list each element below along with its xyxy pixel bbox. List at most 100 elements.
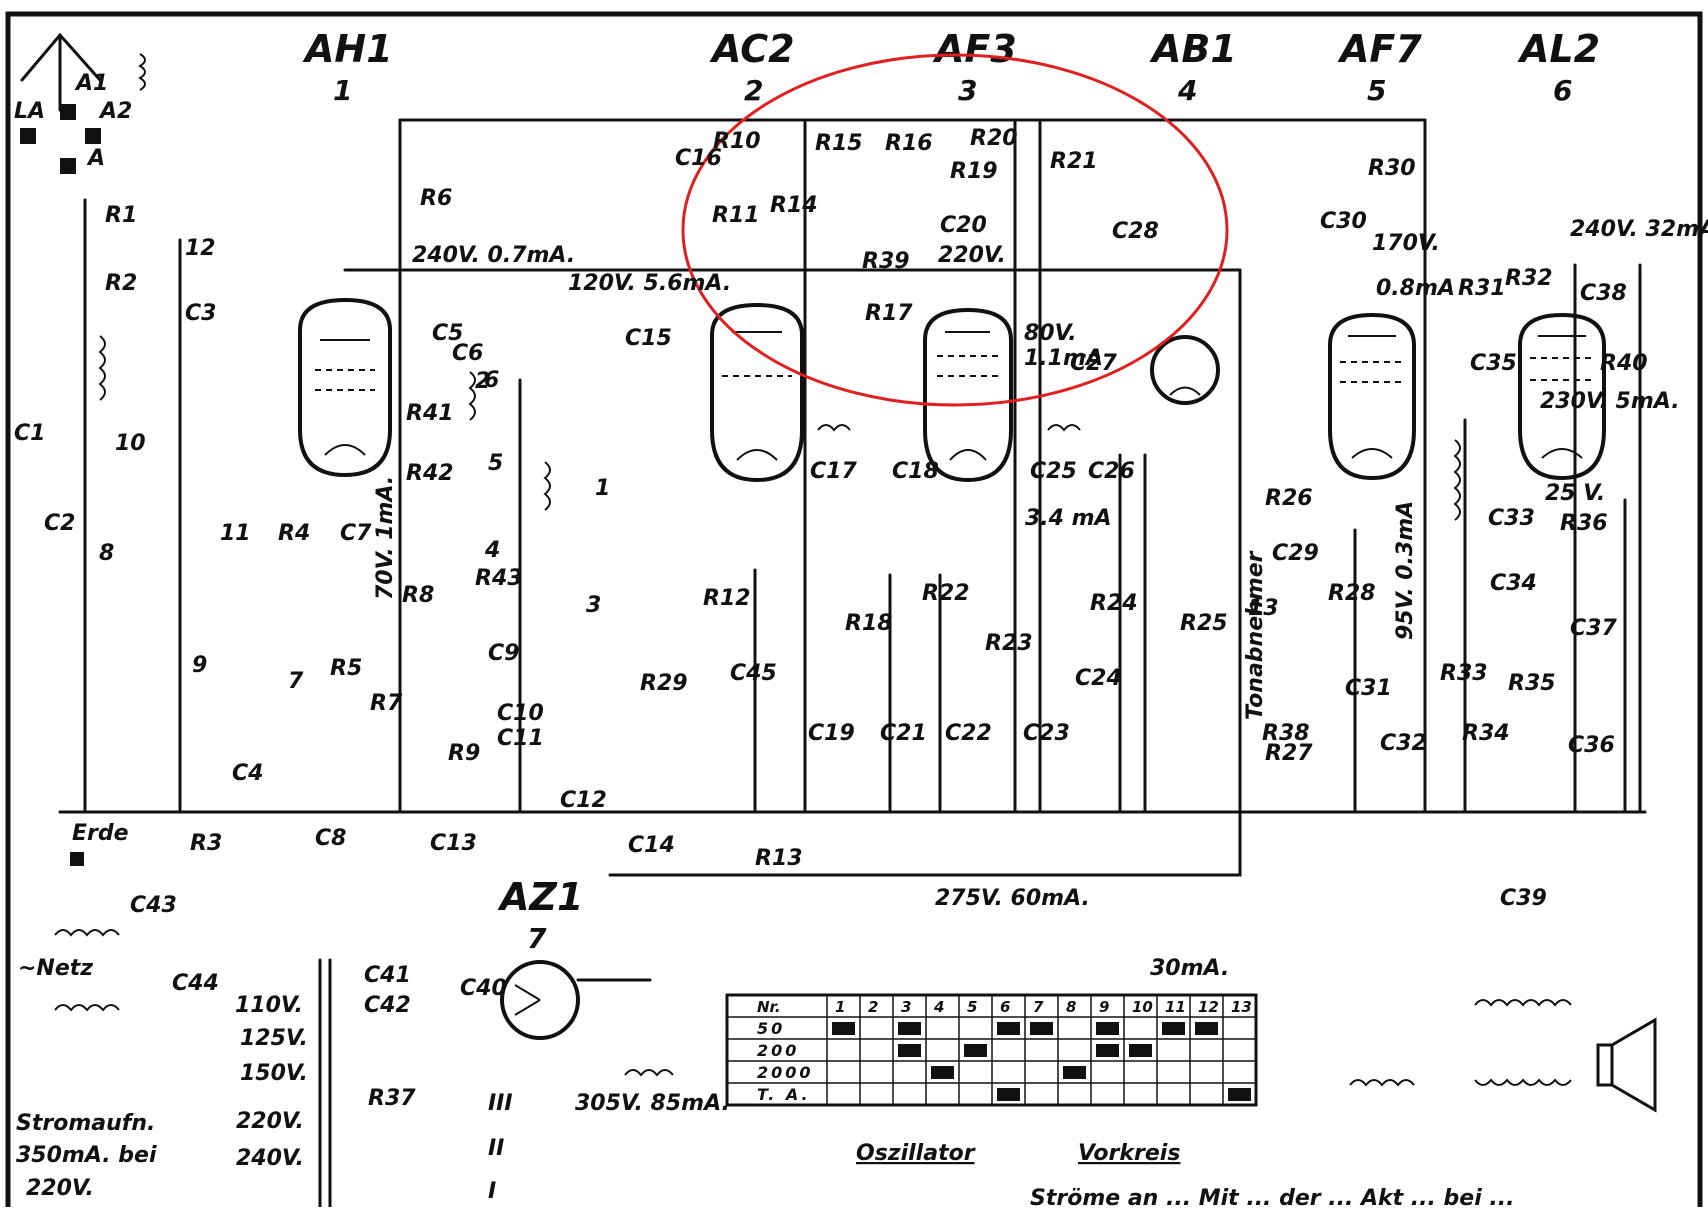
hv-bus-275 [608,268,1242,877]
antenna-a2-label: A2 [98,99,132,124]
label-c21: C21 [880,721,927,746]
label-r12: R12 [703,586,751,611]
switch-pos-3: 3 [586,593,601,618]
label-r20: R20 [970,126,1018,151]
tube-ab1-type: AB1 [1149,27,1237,71]
switch-table-mark [1162,1022,1185,1035]
label-c41: C41 [364,963,411,988]
label-c35: C35 [1470,351,1517,376]
volt-heater: 30mA. [1150,956,1229,981]
label-r4: R4 [278,521,310,546]
label-c36: C36 [1568,733,1615,758]
volt-hv-bus: 275V. 60mA. [935,886,1090,911]
antenna-a-label: A [86,146,105,171]
switch-table-mark [898,1044,921,1057]
switch-table-header-cell: 3 [901,998,911,1016]
label-r19: R19 [950,159,998,184]
tap-150: 150V. [240,1061,308,1086]
switch-table-mark [1195,1022,1218,1035]
label-r28: R28 [1328,581,1376,606]
label-c7: C7 [340,521,372,546]
label-c34: C34 [1490,571,1537,596]
switch-table-row-label: 2000 [757,1063,814,1082]
label-c33: C33 [1488,506,1535,531]
switch-pos-9: 9 [192,653,207,678]
switch-table-mark [931,1066,954,1079]
switch-pos-12: 12 [185,236,216,261]
antenna-terminals: LA A A1 A2 [14,71,132,174]
label-c24: C24 [1075,666,1122,691]
label-c6: C6 [452,341,483,366]
antenna-la-label: LA [14,99,45,124]
volt-af7-screen: 95V. 0.3mA [1393,501,1418,640]
switch-table-mark [997,1022,1020,1035]
label-vorkreis: Vorkreis [1078,1141,1180,1166]
switch-pos-2: 2 [475,369,490,394]
switch-pos-1: 1 [595,476,610,501]
tube-ac2-symbol [710,302,804,483]
label-r8: R8 [402,583,434,608]
label-c12: C12 [560,788,607,813]
label-c23: C23 [1023,721,1070,746]
volt-af3-current: 1.1mA [1024,346,1103,371]
switch-table-header-cell: 9 [1099,998,1109,1016]
switch-table-header-cell: Nr. [757,998,781,1016]
switch-table-row-label: 50 [757,1019,785,1038]
label-r24: R24 [1090,591,1138,616]
label-r26: R26 [1265,486,1313,511]
label-r35: R35 [1508,671,1556,696]
label-r36: R36 [1560,511,1608,536]
label-r1: R1 [105,203,137,228]
label-r27: R27 [1265,741,1313,766]
bus-drops [83,118,1642,814]
switch-table-mark [1228,1088,1251,1101]
frame-border [5,11,1703,1211]
switch-table-mark [964,1044,987,1057]
switch-table-header-cell: 11 [1165,998,1186,1016]
label-c9: C9 [488,641,519,666]
tube-ac2-number: 2 [744,74,763,107]
label-c15: C15 [625,326,672,351]
label-r10: R10 [713,129,761,154]
heater-iii: III [488,1091,513,1116]
tube-ah1-number: 1 [333,74,352,107]
volt-af3-screen: 220V. [938,243,1006,268]
switch-pos-7: 7 [288,669,304,694]
label-c1: C1 [14,421,45,446]
label-r21: R21 [1050,149,1098,174]
label-c16: C16 [675,146,722,171]
label-c10: C10 [497,701,544,726]
switch-table-mark [832,1022,855,1035]
heater-i: I [488,1179,496,1204]
label-r18: R18 [845,611,893,636]
label-r11: R11 [712,203,760,228]
switch-table-row-label: T. A. [757,1085,811,1104]
volt-al2-screen: 230V. 5mA. [1540,389,1680,414]
volt-rectifier: 305V. 85mA. [575,1091,730,1116]
tube-ac2-type: AC2 [709,27,795,71]
label-c13: C13 [430,831,477,856]
label-r31: R31 [1458,276,1506,301]
label-r2: R2 [105,271,137,296]
label-c31: C31 [1345,676,1392,701]
power-note-3: 220V. [26,1176,94,1201]
label-c19: C19 [808,721,855,746]
label-r5: R5 [330,656,362,681]
volt-al2-cathode: 25 V. [1545,481,1605,506]
switch-table-mark [997,1088,1020,1101]
switch-pos-5: 5 [488,451,503,476]
label-r9: R9 [448,741,480,766]
footer-note: Ströme an ... Mit ... der ... Akt ... be… [1030,1186,1514,1207]
switch-table-header-cell: 13 [1231,998,1252,1016]
loudspeaker-symbol [1596,1017,1657,1113]
switch-table-header-cell: 12 [1198,998,1219,1016]
label-r43: R43 [475,566,523,591]
label-c30: C30 [1320,209,1367,234]
tube-af7-type: AF7 [1337,27,1422,71]
label-c40: C40 [460,976,507,1001]
switch-table-header-cell: 2 [868,998,878,1016]
switch-pos-11: 11 [220,521,251,546]
label-r3: R3 [190,831,222,856]
